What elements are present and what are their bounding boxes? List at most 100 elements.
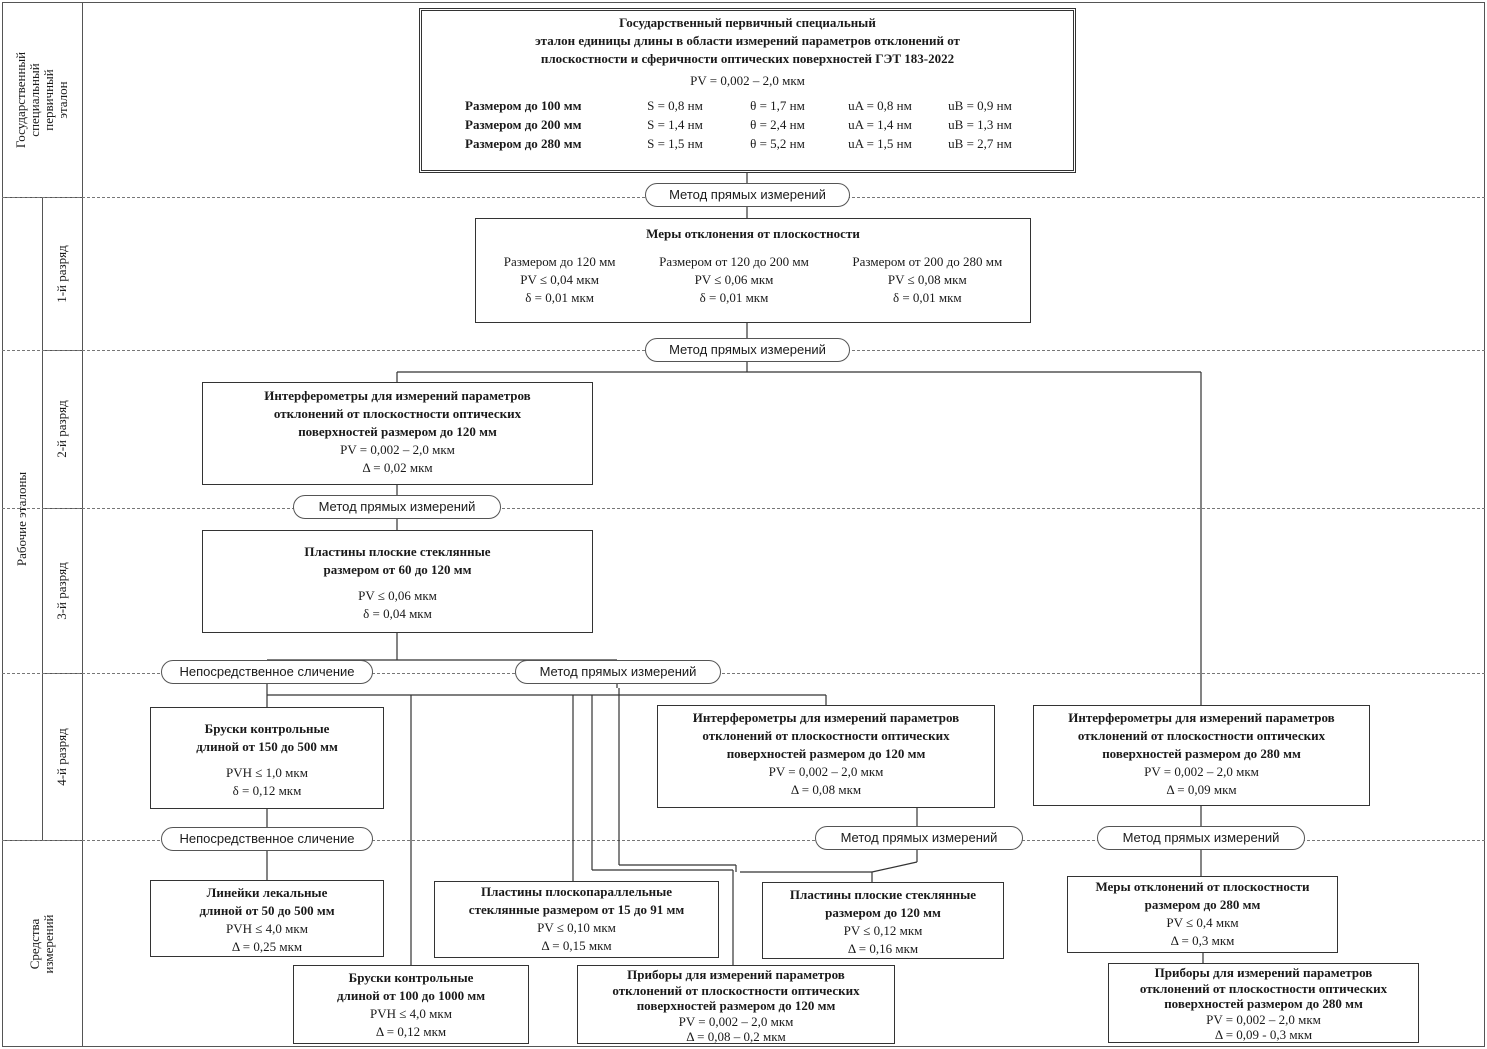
- box-title-line: размером от 60 до 120 мм: [323, 562, 472, 577]
- rank1-col-size: Размером до 120 мм: [503, 254, 616, 269]
- box-title-line: Интерферометры для измерений параметров: [692, 710, 960, 725]
- box-value-line: Δ = 0,09 - 0,3 мкм: [1214, 1027, 1313, 1042]
- rank1-col-pv: PV ≤ 0,08 мкм: [887, 272, 967, 287]
- box-title-line: отклонений от плоскостности оптических: [702, 728, 950, 743]
- rank1-flatness-measures-box: Меры отклонения от плоскостности Размеро…: [475, 218, 1031, 323]
- box-title-line: Интерферометры для измерений параметров: [264, 388, 531, 403]
- box-value-line: PVH ≤ 4,0 мкм: [370, 1006, 452, 1021]
- primary-range: PV = 0,002 – 2,0 мкм: [690, 73, 805, 88]
- primary-cell-s: S = 0,8 нм: [647, 98, 703, 113]
- box-value-line: Δ = 0,02 мкм: [362, 460, 433, 475]
- box-value-line: PV ≤ 0,12 мкм: [843, 923, 923, 938]
- tool-plane-parallel-plates-box: Пластины плоскопараллельные стеклянные р…: [434, 881, 719, 958]
- box-value-line: Δ = 0,12 мкм: [375, 1024, 447, 1039]
- primary-cell-theta: θ = 2,4 нм: [750, 117, 805, 132]
- box-value-line: PV = 0,002 – 2,0 мкм: [768, 764, 884, 779]
- rank1-col-delta: δ = 0,01 мкм: [525, 290, 595, 305]
- primary-cell-s: S = 1,4 нм: [647, 117, 703, 132]
- box-value-line: Δ = 0,08 мкм: [790, 782, 862, 797]
- rank2-interferometer-box: Интерферометры для измерений параметров …: [202, 382, 593, 485]
- box-title-line: отклонений от плоскостности оптических: [612, 982, 860, 998]
- box-title-line: Интерферометры для измерений параметров: [1068, 710, 1335, 725]
- box-title-line: поверхностей размером до 120 мм: [726, 746, 926, 761]
- method-direct-pill: Метод прямых измерений: [1097, 826, 1305, 850]
- tool-flatness-measures-box: Меры отклонений от плоскостности размеро…: [1067, 876, 1338, 953]
- tool-instruments-280-box: Приборы для измерений параметров отклоне…: [1108, 963, 1419, 1043]
- primary-title-line: эталон единицы длины в области измерений…: [535, 33, 960, 48]
- box-title-line: Бруски контрольные: [348, 970, 474, 985]
- box-value-line: PV = 0,002 – 2,0 мкм: [340, 442, 455, 457]
- rank1-col: Размером от 120 до 200 мм PV ≤ 0,06 мкм …: [659, 253, 809, 307]
- method-direct-pill: Метод прямых измерений: [815, 826, 1023, 850]
- rank1-col-pv: PV ≤ 0,06 мкм: [694, 272, 774, 287]
- label-column-separator: [82, 2, 83, 1047]
- box-value-line: PV = 0,002 – 2,0 мкм: [1206, 1011, 1321, 1027]
- primary-cell-s: S = 1,5 нм: [647, 136, 703, 151]
- box-value-line: PVH ≤ 1,0 мкм: [226, 765, 308, 780]
- rank-column-separator: [42, 197, 43, 840]
- box-title-line: поверхностей размером до 280 мм: [1164, 996, 1363, 1011]
- box-title-line: Линейки лекальные: [206, 885, 328, 900]
- box-value-line: PV = 0,002 – 2,0 мкм: [678, 1013, 794, 1029]
- tool-control-bars-box: Бруски контрольные длиной от 100 до 1000…: [293, 965, 529, 1044]
- box-value-line: PV = 0,002 – 2,0 мкм: [1144, 764, 1259, 779]
- rank1-col: Размером до 120 мм PV ≤ 0,04 мкм δ = 0,0…: [504, 253, 616, 307]
- box-value-line: PVH ≤ 4,0 мкм: [226, 921, 308, 936]
- rank1-col-size: Размером от 120 до 200 мм: [659, 254, 809, 269]
- box-value-line: Δ = 0,16 мкм: [847, 941, 919, 956]
- primary-cell-theta: θ = 1,7 нм: [750, 98, 805, 113]
- box-title-line: Меры отклонений от плоскостности: [1095, 879, 1310, 894]
- primary-title-line: плоскостности и сферичности оптических п…: [540, 51, 955, 66]
- box-title-line: длиной от 150 до 500 мм: [196, 739, 338, 754]
- tool-pattern-rulers-box: Линейки лекальные длиной от 50 до 500 мм…: [150, 880, 384, 957]
- primary-cell-ub: uB = 2,7 нм: [948, 136, 1012, 151]
- box-title-line: размером до 280 мм: [1144, 897, 1261, 912]
- method-direct-pill: Метод прямых измерений: [293, 495, 501, 519]
- rank1-title: Меры отклонения от плоскостности: [646, 226, 860, 241]
- box-title-line: поверхностей размером до 120 мм: [636, 998, 836, 1013]
- method-direct-pill: Метод прямых измерений: [645, 338, 850, 362]
- method-direct-pill: Метод прямых измерений: [645, 183, 850, 207]
- primary-standard-box: Государственный первичный специальный эт…: [419, 8, 1076, 173]
- rank1-col: Размером от 200 до 280 мм PV ≤ 0,08 мкм …: [852, 253, 1002, 307]
- method-direct-pill: Метод прямых измерений: [515, 660, 721, 684]
- rank1-col-pv: PV ≤ 0,04 мкм: [520, 272, 600, 287]
- primary-row: Размером до 280 мм S = 1,5 нм θ = 5,2 нм uA…: [422, 134, 1073, 153]
- box-title-line: размером до 120 мм: [825, 905, 941, 920]
- primary-cell-ub: uB = 0,9 нм: [948, 98, 1012, 113]
- tool-flat-glass-plates-box: Пластины плоские стеклянные размером до …: [762, 882, 1004, 959]
- box-title-line: Пластины плоские стеклянные: [789, 887, 977, 902]
- primary-cell-size: Размером до 280 мм: [465, 136, 582, 151]
- box-title-line: отклонений от плоскостности оптических: [273, 406, 522, 421]
- rank3-glass-plates-box: Пластины плоские стеклянные размером от …: [202, 530, 593, 633]
- box-value-line: PV ≤ 0,06 мкм: [358, 588, 437, 603]
- rank4-control-bars-box: Бруски контрольные длиной от 150 до 500 …: [150, 707, 384, 809]
- box-title-line: длиной от 50 до 500 мм: [199, 903, 335, 918]
- box-title-line: длиной от 100 до 1000 мм: [336, 988, 486, 1003]
- box-title-line: Бруски контрольные: [204, 721, 330, 736]
- box-value-line: PV ≤ 0,10 мкм: [537, 920, 616, 935]
- primary-cell-ua: uA = 0,8 нм: [848, 98, 912, 113]
- box-title-line: Приборы для измерений параметров: [627, 967, 845, 982]
- box-title-line: отклонений от плоскостности оптических: [1139, 980, 1388, 996]
- box-title-line: отклонений от плоскостности оптических: [1077, 728, 1326, 743]
- rank1-columns: Размером до 120 мм PV ≤ 0,04 мкм δ = 0,0…: [476, 253, 1030, 307]
- box-title-line: Приборы для измерений параметров: [1154, 965, 1373, 980]
- box-title-line: Пластины плоскопараллельные: [480, 884, 673, 899]
- primary-cell-theta: θ = 5,2 нм: [750, 136, 805, 151]
- method-compare-pill: Непосредственное сличение: [161, 827, 373, 851]
- primary-cell-ua: uA = 1,5 нм: [848, 136, 912, 151]
- box-value-line: Δ = 0,15 мкм: [541, 938, 612, 953]
- box-value-line: δ = 0,04 мкм: [363, 606, 432, 621]
- rank1-col-delta: δ = 0,01 мкм: [892, 290, 962, 305]
- box-title-line: поверхностей размером до 280 мм: [1102, 746, 1301, 761]
- primary-cell-size: Размером до 200 мм: [465, 117, 582, 132]
- box-title-line: Пластины плоские стеклянные: [304, 544, 491, 559]
- method-compare-pill: Непосредственное сличение: [161, 660, 373, 684]
- box-title-line: поверхностей размером до 120 мм: [298, 424, 497, 439]
- rank4-interferometer-120-box: Интерферометры для измерений параметров …: [657, 705, 995, 808]
